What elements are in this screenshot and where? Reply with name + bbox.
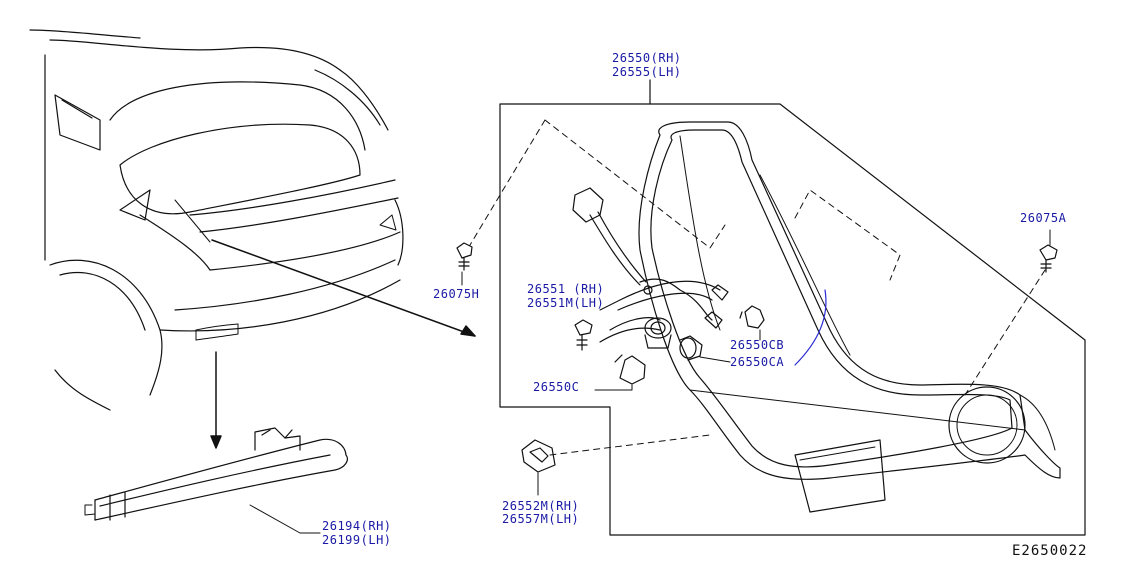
leader-arrows	[210, 239, 476, 449]
label-bulb-ca: 26550CA	[730, 355, 785, 369]
screw-26075a-illustration	[1039, 244, 1058, 273]
label-assembly-rh: 26550(RH)	[612, 51, 682, 65]
vehicle-rear-illustration	[29, 29, 404, 411]
side-reflector-illustration	[84, 427, 348, 521]
label-reflector-lh: 26199(LH)	[322, 533, 392, 547]
label-screw-h: 26075H	[433, 287, 480, 301]
label-screw-a: 26075A	[1020, 211, 1067, 225]
label-cap-rh: 26552M(RH)	[502, 499, 580, 513]
label-bulb-cb: 26550CB	[730, 338, 785, 352]
label-cap-lh: 26557M(LH)	[502, 512, 580, 526]
label-harness-lh: 26551M(LH)	[527, 296, 605, 310]
label-harness-rh: 26551 (RH)	[527, 282, 605, 296]
assembly-frame	[499, 79, 1086, 536]
highlight-line	[794, 289, 827, 366]
screw-26075h-illustration	[456, 242, 473, 271]
figure-code: E2650022	[1012, 543, 1088, 559]
dashed-guides	[469, 119, 1046, 456]
socket-illustration	[644, 317, 672, 349]
combination-lamp-illustration	[638, 121, 1061, 513]
label-bulb-c: 26550C	[533, 380, 580, 394]
bulb-c-illustration	[614, 354, 646, 385]
label-reflector-rh: 26194(RH)	[322, 519, 392, 533]
harness-illustration	[572, 187, 729, 343]
bulb-cb-illustration	[739, 305, 765, 329]
bolt-illustration	[574, 319, 593, 351]
label-assembly-lh: 26555(LH)	[612, 65, 682, 79]
cap-illustration	[521, 439, 556, 473]
bulb-ca-illustration	[679, 335, 703, 361]
